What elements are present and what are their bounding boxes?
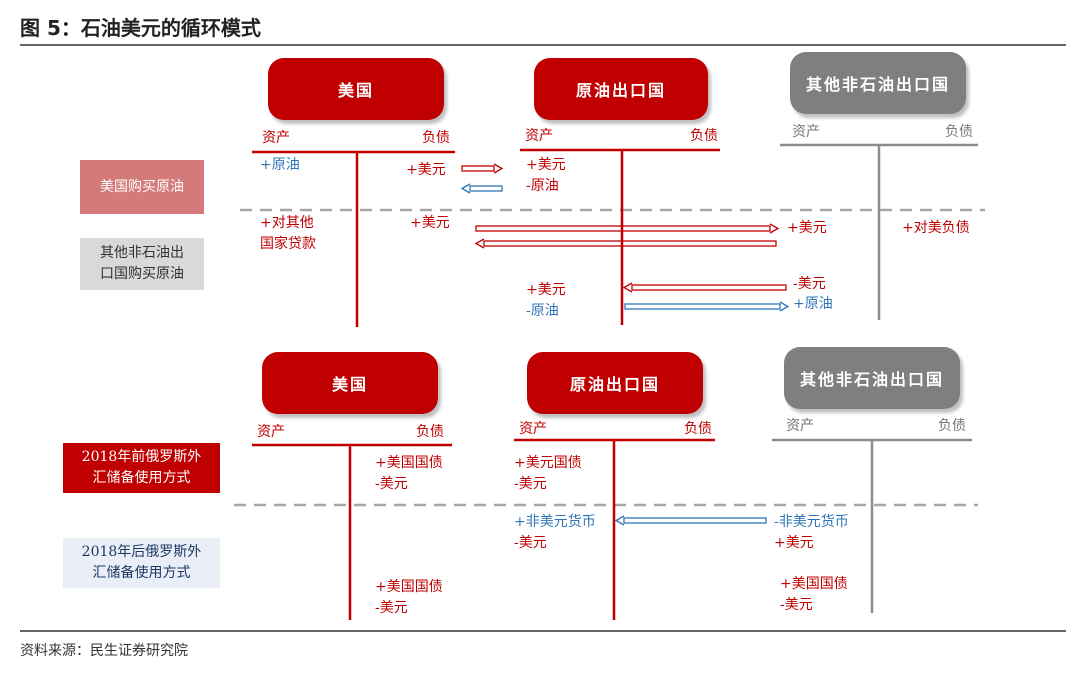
row-label-us-buy-oil-text: 美国购买原油 — [100, 178, 184, 195]
row-label-russia-pre-line2: 汇储备使用方式 — [92, 470, 191, 486]
entry-other-plus-crude: +原油 — [793, 296, 833, 312]
entry-oil-plus-usd-treasury: +美元国债 — [514, 455, 582, 471]
ledger-assets-us-top: 资产 — [262, 130, 290, 146]
ledger-liabilities-us-bottom: 负债 — [416, 424, 444, 440]
entity-box-us-top: 美国 — [268, 58, 444, 120]
ledger-liabilities-other-top: 负债 — [945, 124, 973, 140]
ledger-liabilities-other-bottom: 负债 — [938, 418, 966, 434]
entry-us-plus-loan-line2: 国家贷款 — [260, 236, 316, 252]
row-label-us-buy-oil: 美国购买原油 — [80, 160, 204, 214]
entity-box-other-importer-bottom: 其他非石油出口国 — [784, 347, 960, 409]
entry-other-minus-usd-2: -美元 — [780, 597, 813, 613]
entry-other-minus-usd: -美元 — [793, 276, 826, 292]
ledger-liabilities-oil-bottom: 负债 — [684, 421, 712, 437]
ledger-liabilities-oil-top: 负债 — [690, 128, 718, 144]
arrow-loan-to-other — [475, 225, 771, 232]
arrow-crude-to-us — [469, 185, 503, 192]
ledger-liabilities-us-top: 负债 — [422, 130, 450, 146]
row-label-russia-pre-line1: 2018年前俄罗斯外 — [81, 449, 202, 465]
arrow-crude-to-other — [624, 303, 781, 310]
entry-oil-plus-non-usd: +非美元货币 — [514, 514, 596, 530]
entity-box-oil-exporter-bottom: 原油出口国 — [527, 352, 703, 414]
entry-us-plus-crude: +原油 — [260, 157, 300, 173]
entry-oil-minus-crude: -原油 — [526, 178, 559, 194]
arrow-usd-to-oil-exporter-2 — [631, 284, 787, 291]
entry-other-plus-debt-to-us: +对美负债 — [902, 220, 970, 236]
row-label-russia-post-line1: 2018年后俄罗斯外 — [81, 544, 202, 560]
entry-other-minus-non-usd: -非美元货币 — [774, 514, 849, 530]
row-label-russia-post-line2: 汇储备使用方式 — [92, 565, 191, 581]
entry-us-plus-treasury-2: +美国国债 — [375, 579, 443, 595]
entry-us-plus-usd-liab: +美元 — [406, 162, 446, 178]
figure-title: 图 5：石油美元的循环模式 — [20, 16, 261, 40]
ledger-assets-us-bottom: 资产 — [257, 424, 285, 440]
entry-oil-minus-usd: -美元 — [514, 476, 547, 492]
entry-oil-plus-usd-2: +美元 — [526, 282, 566, 298]
entry-us-plus-loan-line1: +对其他 — [260, 215, 314, 231]
ledger-assets-other-bottom: 资产 — [786, 418, 814, 434]
entry-other-plus-treasury: +美国国债 — [780, 576, 848, 592]
arrow-debt-back — [483, 240, 777, 247]
entry-us-plus-usd-2: +美元 — [410, 215, 450, 231]
row-label-russia-post-2018: 2018年后俄罗斯外 汇储备使用方式 — [63, 538, 220, 588]
ledger-assets-other-top: 资产 — [792, 124, 820, 140]
entry-oil-minus-crude-2: -原油 — [526, 303, 559, 319]
entity-box-other-importer-top: 其他非石油出口国 — [790, 52, 966, 114]
row-label-russia-pre-2018: 2018年前俄罗斯外 汇储备使用方式 — [63, 443, 220, 493]
entry-other-plus-usd: +美元 — [787, 220, 827, 236]
entry-us-minus-usd: -美元 — [375, 476, 408, 492]
row-label-others-buy-oil: 其他非石油出 口国购买原油 — [80, 238, 204, 290]
row-label-others-buy-oil-line2: 口国购买原油 — [100, 266, 184, 282]
entry-us-plus-treasury: +美国国债 — [375, 455, 443, 471]
entry-oil-plus-usd: +美元 — [526, 157, 566, 173]
row-label-others-buy-oil-line1: 其他非石油出 — [100, 245, 184, 261]
entry-oil-minus-usd-2: -美元 — [514, 535, 547, 551]
entity-box-oil-exporter-top: 原油出口国 — [534, 58, 708, 120]
entry-other-plus-usd-2: +美元 — [774, 535, 814, 551]
ledger-assets-oil-bottom: 资产 — [519, 421, 547, 437]
source-note: 资料来源：民生证券研究院 — [20, 643, 188, 659]
ledger-assets-oil-top: 资产 — [525, 128, 553, 144]
entry-us-minus-usd-2: -美元 — [375, 600, 408, 616]
entity-box-us-bottom: 美国 — [262, 352, 438, 414]
arrow-non-usd-currency — [623, 517, 767, 524]
arrow-usd-to-oil-exporter — [461, 165, 495, 172]
